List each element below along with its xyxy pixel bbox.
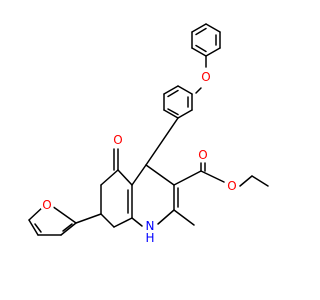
nitrogen-hydrogen-label: H	[145, 231, 154, 245]
bond	[145, 164, 175, 186]
molecule-structure: O O O O O N H	[28, 23, 269, 245]
bond-double	[167, 108, 179, 116]
bond	[239, 175, 253, 187]
bond	[145, 117, 179, 166]
bond-layer	[28, 23, 269, 236]
bond	[173, 170, 202, 186]
bond	[28, 219, 39, 236]
bond	[131, 164, 147, 186]
bond	[205, 47, 221, 57]
bond	[157, 209, 175, 225]
bond	[100, 169, 119, 186]
bond-double	[34, 223, 42, 233]
bond	[191, 23, 207, 33]
bond	[205, 23, 221, 33]
bond	[200, 170, 225, 183]
nitrogen-label: N	[146, 219, 155, 233]
oxygen-ketone-label: O	[113, 133, 122, 147]
oxygen-ester-carbonyl-label: O	[198, 148, 207, 162]
bond	[173, 209, 195, 226]
bond	[195, 87, 202, 94]
bond	[100, 213, 115, 228]
bond	[113, 217, 133, 228]
atom-label-layer: O O O O O N H	[40, 70, 239, 245]
bond-double	[195, 44, 207, 53]
bond	[163, 109, 179, 119]
bond	[177, 109, 193, 119]
bond-double	[62, 223, 73, 232]
bond-double	[167, 89, 179, 98]
bond	[60, 222, 77, 236]
bond	[177, 85, 193, 95]
bond-double	[195, 27, 207, 36]
bond	[191, 47, 207, 57]
oxygen-ester-ether-label: O	[227, 179, 236, 193]
bond	[117, 169, 133, 186]
bond	[75, 213, 102, 224]
bond	[51, 205, 77, 224]
bond	[131, 217, 143, 227]
oxygen-furan-label: O	[42, 198, 51, 212]
oxygen-phenoxy-label: O	[201, 70, 210, 84]
bond	[163, 85, 179, 95]
bond	[251, 175, 269, 187]
